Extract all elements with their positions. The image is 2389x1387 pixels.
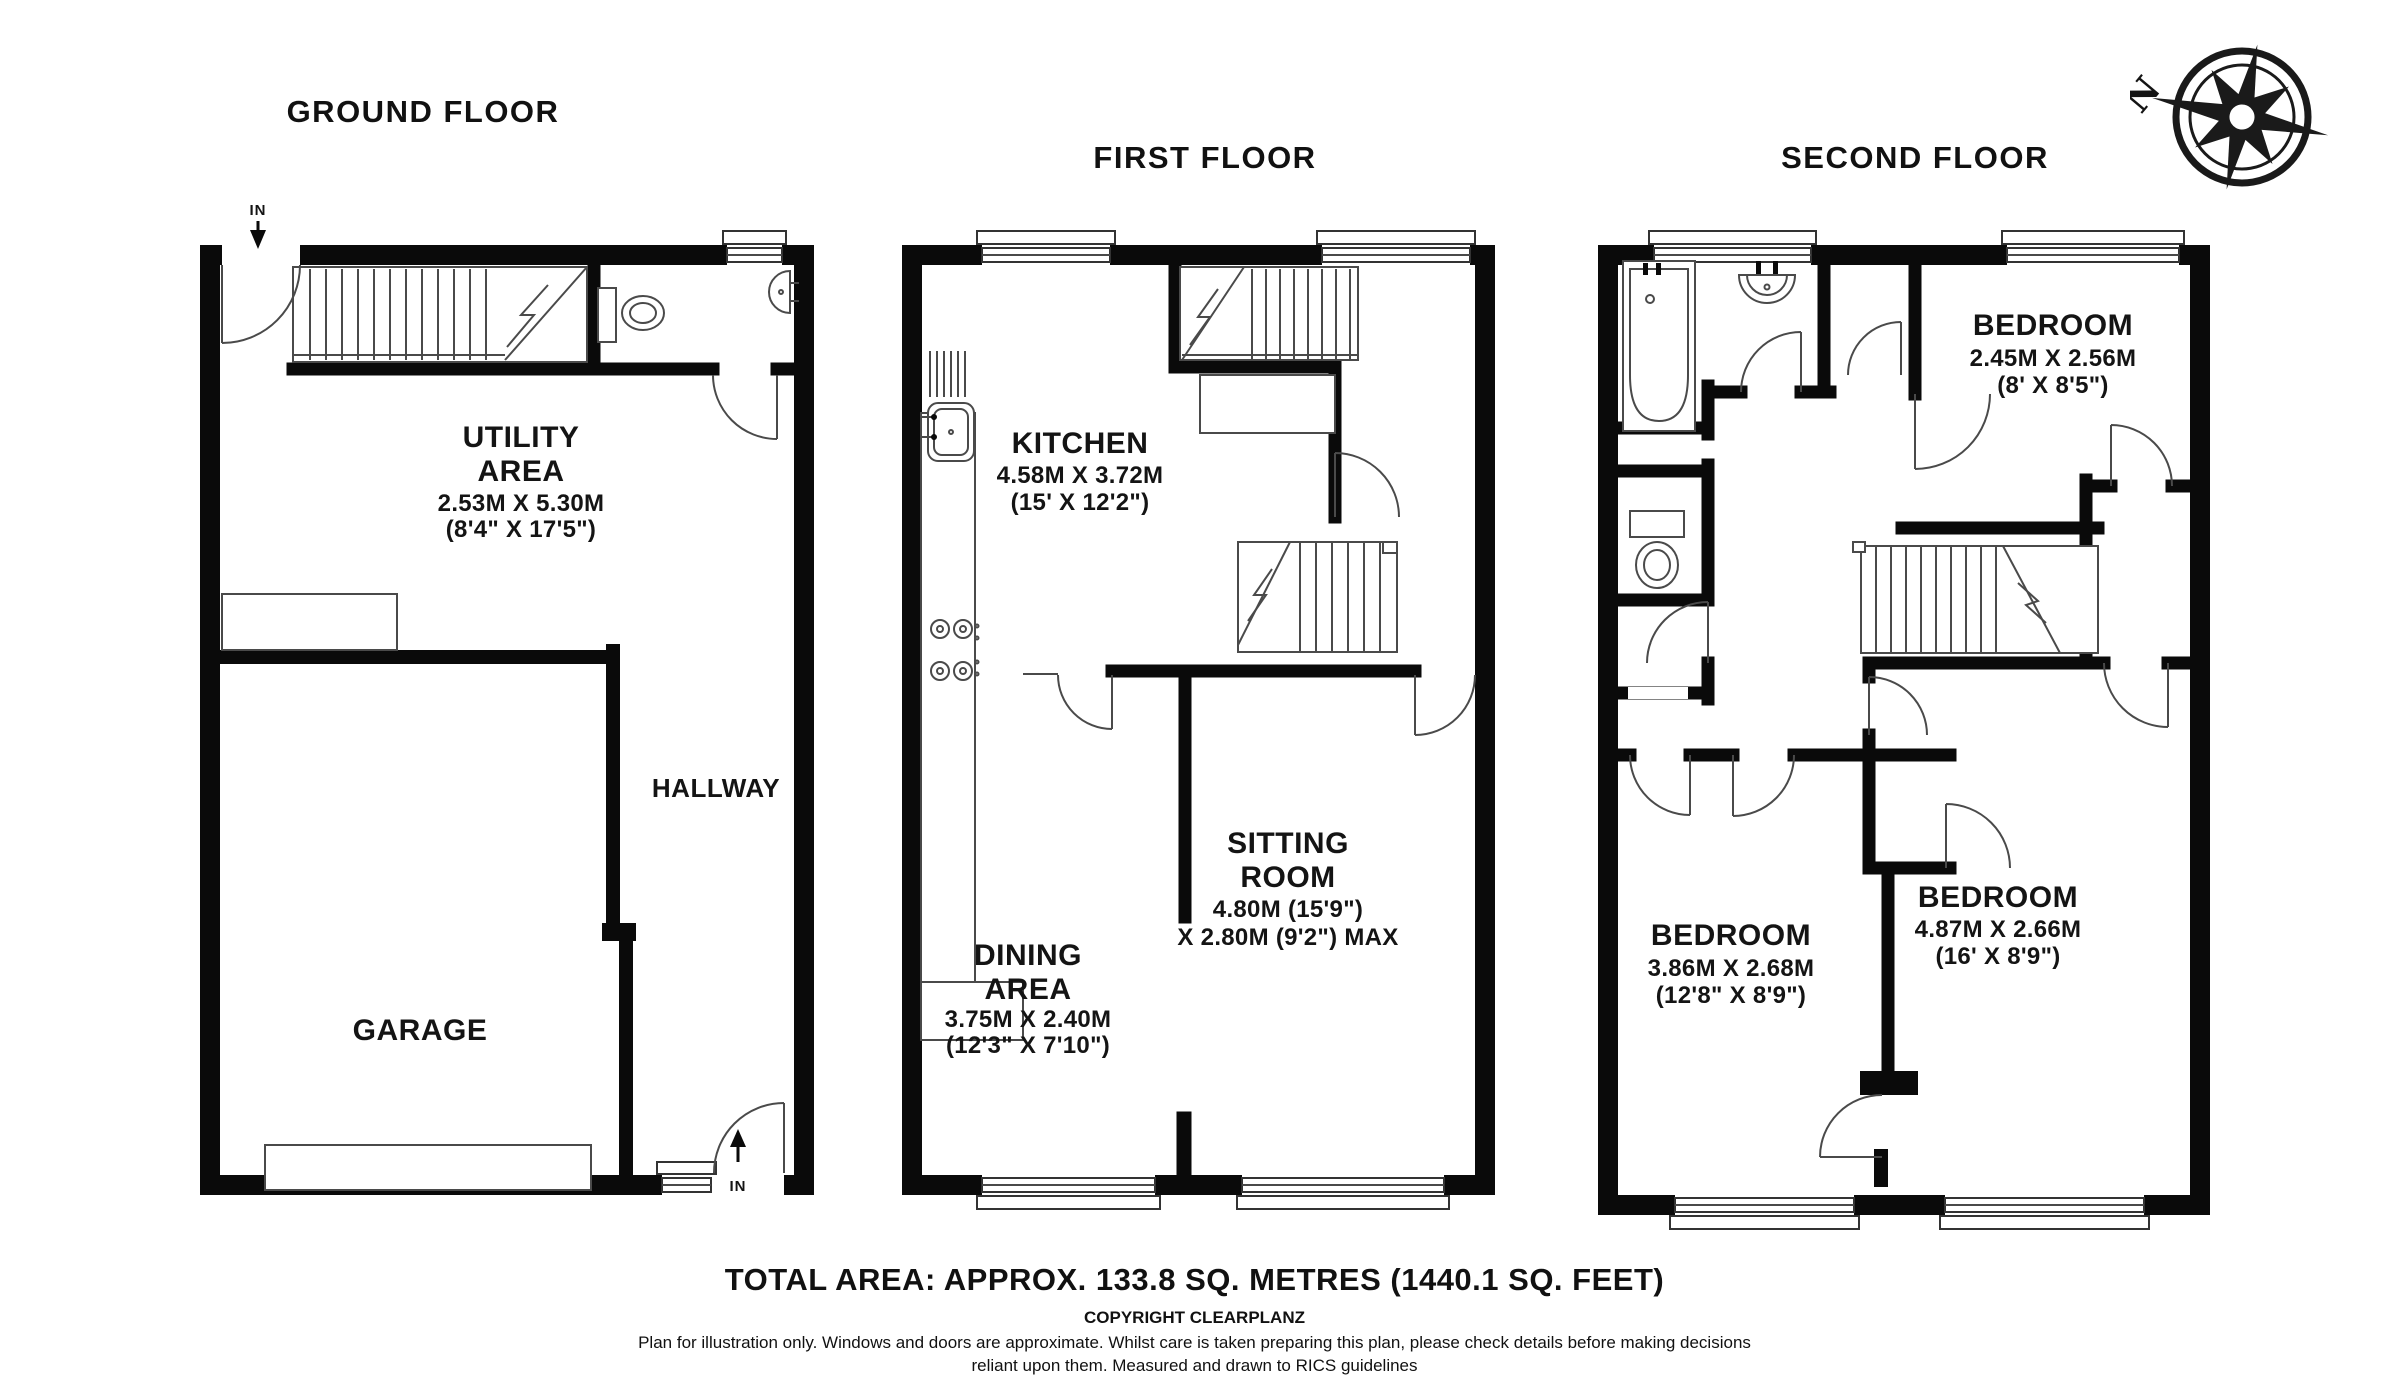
bedroom3-dims-m: 4.87M X 2.66M: [1915, 916, 2082, 943]
svg-text:IN: IN: [250, 202, 267, 219]
window: [656, 1161, 717, 1195]
window: [722, 230, 787, 265]
garage-label: GARAGE: [353, 1014, 488, 1047]
window: [1316, 230, 1476, 265]
staircase-up: [1237, 541, 1398, 653]
dining-area-dims-m: 3.75M X 2.40M: [945, 1006, 1112, 1033]
first-floor-plan: KITCHEN 4.58M X 3.72M (15' X 12'2") SITT…: [902, 230, 1495, 1210]
door-arc: [1629, 321, 2173, 1158]
sitting-room-dims-ft: X 2.80M (9'2") MAX: [1177, 924, 1398, 951]
sitting-room-label: SITTING: [1227, 827, 1349, 860]
kitchen-dims-m: 4.58M X 3.72M: [997, 462, 1164, 489]
window: [2001, 230, 2185, 265]
toilet-icon: [1629, 510, 1685, 589]
compass-rose: N: [2130, 44, 2329, 190]
window: [1236, 1175, 1450, 1210]
kitchen-sink-icon: [922, 351, 975, 462]
first-walls: [902, 245, 1495, 1195]
ground-floor-plan: IN IN UTILITY AREA 2.53M X 5.30M (8'4" X…: [200, 202, 814, 1195]
bedroom3-dims-ft: (16' X 8'9"): [1935, 943, 2060, 970]
basin-icon: [1737, 261, 1797, 304]
window: [1939, 1195, 2150, 1230]
sitting-room-label2: ROOM: [1240, 861, 1335, 894]
second-walls: [1598, 245, 2210, 1215]
utility-dims-ft: (8'4" X 17'5"): [446, 516, 596, 543]
bedroom1-dims-ft: (8' X 8'5"): [1997, 372, 2108, 399]
door-arc: [221, 264, 785, 1174]
front-door-opening: [711, 1175, 784, 1195]
bedroom1-dims-m: 2.45M X 2.56M: [1970, 345, 2137, 372]
second-floor-plan: BEDROOM 2.45M X 2.56M (8' X 8'5") BEDROO…: [1598, 230, 2210, 1230]
compass-north-label: N: [2130, 69, 2169, 121]
bathtub-icon: [1622, 260, 1696, 432]
bedroom3-label: BEDROOM: [1918, 881, 2078, 914]
utility-room-label2: AREA: [477, 455, 564, 488]
window: [976, 1175, 1161, 1210]
total-area-text: TOTAL AREA: APPROX. 133.8 SQ. METRES (14…: [724, 1262, 1665, 1297]
toilet-icon: [597, 287, 665, 343]
entry-door-opening: [222, 245, 300, 265]
dining-area-label: DINING: [974, 939, 1082, 972]
stove-icon: [930, 619, 980, 681]
window: [1669, 1195, 1860, 1230]
bedroom2-dims-m: 3.86M X 2.68M: [1648, 955, 1815, 982]
utility-dims-m: 2.53M X 5.30M: [438, 490, 605, 517]
utility-room-label: UTILITY: [463, 421, 580, 454]
entry-arrow-top: IN: [250, 202, 267, 249]
staircase: [1852, 541, 2099, 654]
staircase-down: [1179, 266, 1359, 434]
second-floor-title: SECOND FLOOR: [1781, 140, 2049, 175]
sink-icon: [768, 269, 799, 315]
garage-door: [264, 1144, 592, 1191]
entry-arrow-bottom: IN: [730, 1129, 747, 1195]
kitchen-label: KITCHEN: [1012, 427, 1149, 460]
kitchen-counter: [920, 412, 1024, 1041]
kitchen-dims-ft: (15' X 12'2"): [1011, 489, 1150, 516]
window: [1648, 230, 1817, 265]
worktop: [221, 593, 398, 651]
bedroom1-label: BEDROOM: [1973, 309, 2133, 342]
ground-floor-title: GROUND FLOOR: [286, 94, 560, 129]
disclaimer-line2: reliant upon them. Measured and drawn to…: [971, 1356, 1418, 1375]
svg-text:IN: IN: [730, 1178, 747, 1195]
dining-area-label2: AREA: [984, 973, 1071, 1006]
door-arc: [1023, 452, 1476, 736]
sitting-room-dims-m: 4.80M (15'9"): [1213, 896, 1363, 923]
disclaimer-line1: Plan for illustration only. Windows and …: [638, 1333, 1751, 1352]
staircase: [292, 266, 588, 363]
window: [976, 230, 1116, 265]
compass-major-points: [2152, 44, 2329, 190]
bedroom2-label: BEDROOM: [1651, 919, 1811, 952]
dining-area-dims-ft: (12'3" X 7'10"): [946, 1032, 1110, 1059]
bedroom2-dims-ft: (12'8" X 8'9"): [1656, 982, 1806, 1009]
hallway-label: HALLWAY: [652, 773, 780, 803]
copyright-text: COPYRIGHT CLEARPLANZ: [1084, 1308, 1305, 1327]
first-floor-title: FIRST FLOOR: [1093, 140, 1317, 175]
